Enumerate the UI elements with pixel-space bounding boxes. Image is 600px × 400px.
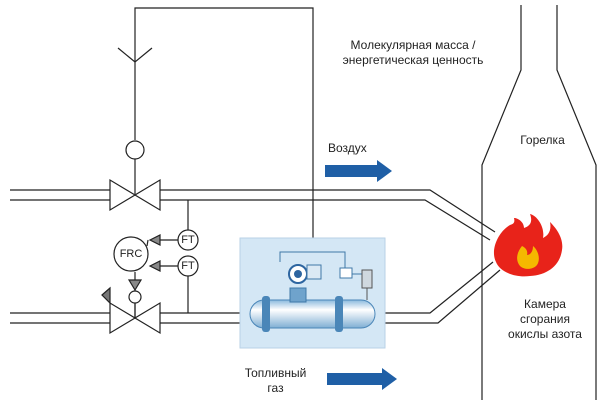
combustion-chamber-label: Камера сгорания окислы азота [495, 297, 595, 342]
fuel-arrow [327, 368, 397, 390]
air-valve [109, 178, 161, 212]
chamber-line-3: окислы азота [508, 327, 582, 341]
fuel-valve [109, 301, 161, 335]
flame-icon [493, 214, 563, 277]
molecular-line-2: энергетическая ценность [342, 53, 484, 67]
fuel-line-2: газ [267, 381, 284, 395]
fuel-gas-label: Топливный газ [238, 366, 313, 396]
molecular-line-1: Молекулярная масса / [350, 38, 476, 52]
burner-label: Горелка [520, 133, 565, 147]
ft-bottom-label: FT [181, 260, 195, 272]
flow-meter-icon [239, 237, 386, 349]
frc-label: FRC [119, 248, 143, 260]
ft-connections [146, 200, 189, 313]
chamber-line-1: Камера [524, 297, 566, 311]
air-pipe [10, 189, 496, 241]
ft-top-label: FT [181, 234, 195, 246]
fuel-actuator [101, 272, 143, 318]
chamber-line-2: сгорания [520, 312, 570, 326]
frc-controller [113, 236, 149, 272]
burner-housing [481, 5, 597, 400]
air-arrow [325, 160, 392, 182]
molecular-mass-label: Молекулярная масса / энергетическая ценн… [328, 38, 498, 68]
air-label: Воздух [328, 141, 367, 155]
actuator-top [125, 140, 145, 160]
antenna-icon [117, 47, 153, 63]
fuel-line-1: Топливный [244, 366, 307, 380]
signal-line [134, 7, 314, 238]
fuel-pipe [10, 261, 501, 324]
